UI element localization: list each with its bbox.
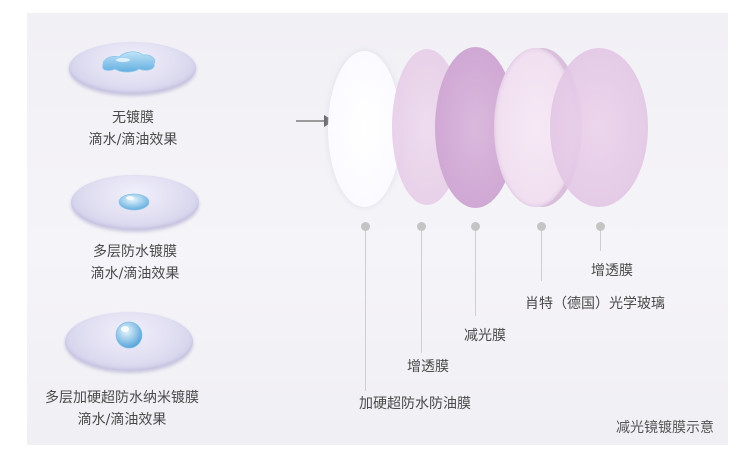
sample-caption: 多层防水镀膜 滴水/滴油效果 <box>35 241 235 285</box>
layer-hard-waterproof-oilproof <box>328 51 401 207</box>
sample-title: 多层防水镀膜 <box>93 244 177 260</box>
leader-line <box>475 231 476 316</box>
leader-line <box>365 231 366 391</box>
layer-label: 减光膜 <box>464 328 506 344</box>
layer-label: 增透膜 <box>591 263 633 279</box>
sample-subtitle: 滴水/滴油效果 <box>77 412 167 428</box>
sample-caption: 无镀膜 滴水/滴油效果 <box>33 107 233 151</box>
layer-label: 加硬超防水防油膜 <box>359 396 471 412</box>
leader-line <box>600 231 601 251</box>
diagram-canvas: 无镀膜 滴水/滴油效果 多层防水镀膜 滴水/滴油效果 <box>27 13 728 445</box>
sample-title: 无镀膜 <box>112 110 154 126</box>
layer-label: 增透膜 <box>407 359 449 375</box>
leader-dot <box>361 222 370 231</box>
diagram-footnote: 减光镜镀膜示意 <box>616 420 714 436</box>
leader-line <box>421 231 422 353</box>
sample-subtitle: 滴水/滴油效果 <box>90 266 180 282</box>
layer-antireflection-2 <box>550 48 648 207</box>
leader-line <box>541 231 542 281</box>
sample-title: 多层加硬超防水纳米镀膜 <box>45 390 199 406</box>
leader-dot <box>596 222 605 231</box>
sample-subtitle: 滴水/滴油效果 <box>88 132 178 148</box>
sample-caption: 多层加硬超防水纳米镀膜 滴水/滴油效果 <box>27 387 227 431</box>
layer-label: 肖特（德国）光学玻璃 <box>525 296 665 312</box>
water-droplet-icon <box>118 193 150 211</box>
leader-dot <box>537 222 546 231</box>
leader-dot <box>471 222 480 231</box>
leader-dot <box>417 222 426 231</box>
water-spread-icon <box>102 51 156 73</box>
water-bead-icon <box>115 321 143 349</box>
